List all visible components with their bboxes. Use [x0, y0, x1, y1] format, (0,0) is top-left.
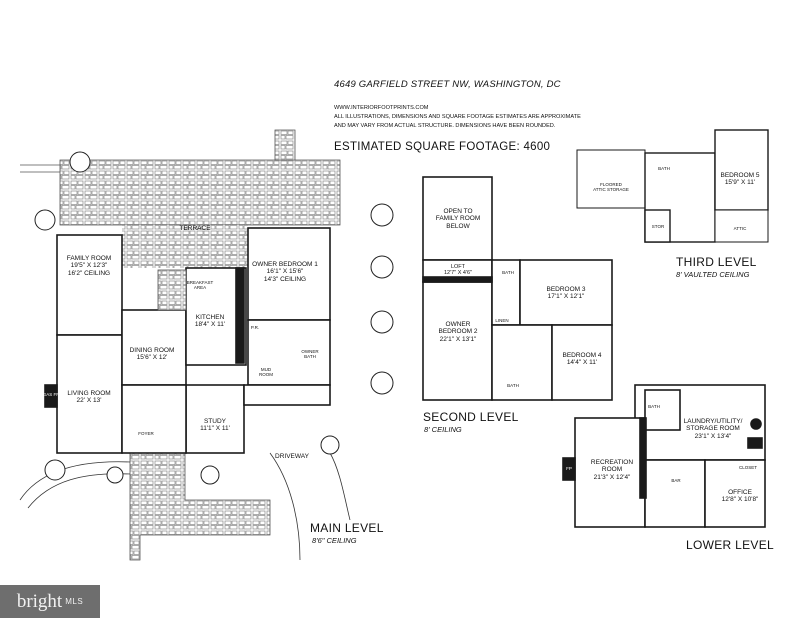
second-level-ceiling: 8' CEILING — [424, 425, 462, 434]
label-driveway: DRIVEWAY — [275, 453, 309, 460]
label-lower-bath: BATH — [648, 404, 660, 409]
third-level-title: THIRD LEVEL — [676, 255, 757, 269]
disclaimer-line-2: AND MAY VARY FROM ACTUAL STRUCTURE. DIME… — [334, 123, 556, 129]
label-terrace: TERRACE — [179, 225, 211, 232]
main-level-walls — [44, 227, 331, 454]
label-storage: STOR — [651, 224, 665, 229]
label-third-bath: BATH — [658, 166, 670, 171]
third-level-walls — [576, 129, 769, 243]
label-linen: LINEN — [495, 318, 509, 323]
second-level-title: SECOND LEVEL — [423, 410, 519, 424]
second-level-walls — [422, 176, 613, 401]
square-footage: ESTIMATED SQUARE FOOTAGE: 4600 — [334, 141, 551, 153]
label-attic: ATTIC — [733, 226, 747, 231]
label-powder-room: P.R. — [250, 325, 260, 330]
lower-level-title: LOWER LEVEL — [686, 538, 774, 552]
label-bath-lower: BATH — [507, 383, 519, 388]
label-bar: BAR — [671, 478, 681, 483]
main-level-title: MAIN LEVEL — [310, 521, 384, 535]
lower-level-walls — [562, 384, 766, 528]
label-fireplace: FP — [566, 466, 572, 471]
main-level-ceiling: 8'6" CEILING — [312, 536, 357, 545]
label-gas-fireplace: GAS FP — [42, 392, 60, 397]
bright-mls-logo: bright MLS — [0, 585, 100, 618]
trees — [34, 151, 394, 485]
property-address: 4649 GARFIELD STREET NW, WASHINGTON, DC — [334, 79, 561, 90]
label-closet: CLOSET — [738, 465, 758, 470]
label-bath-upper: BATH — [502, 270, 514, 275]
logo-suffix: MLS — [65, 597, 84, 606]
logo-brand: bright — [16, 590, 63, 612]
label-foyer: FOYER — [138, 431, 154, 436]
disclaimer-line-1: ALL ILLUSTRATIONS, DIMENSIONS AND SQUARE… — [334, 114, 581, 120]
website-link: WWW.INTERIORFOOTPRINTS.COM — [334, 105, 429, 111]
third-level-ceiling: 8' VAULTED CEILING — [676, 270, 750, 279]
